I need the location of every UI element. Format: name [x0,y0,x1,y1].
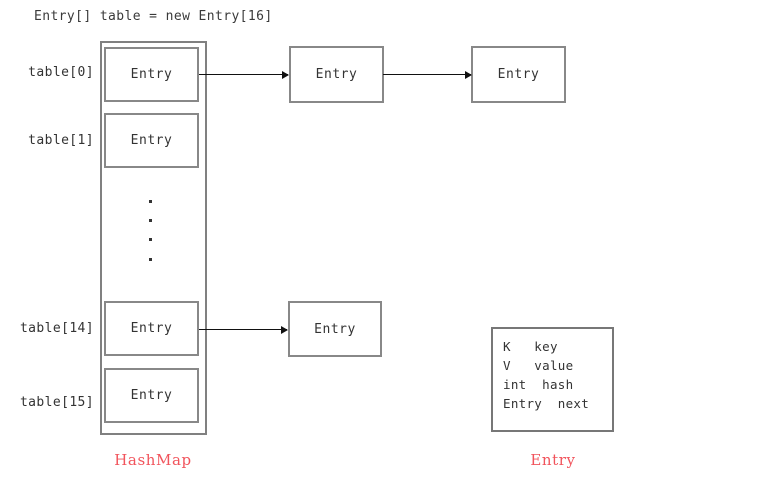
array-slot-0-label: Entry [130,67,173,82]
array-slot-15: Entry [104,368,199,423]
chain-node-row0-2: Entry [471,46,566,103]
chain-node-row0-1: Entry [289,46,384,103]
table-index-label-1: table[1] [28,133,94,148]
arrow-slot0-to-node1-icon [199,70,289,79]
entry-field-value: V value [503,358,574,373]
table-index-label-14: table[14] [19,321,94,336]
caption-hashmap: HashMap [114,451,192,469]
entry-field-hash: int hash [503,377,574,392]
array-slot-0: Entry [104,47,199,102]
entry-fields-legend: K key V value int hash Entry next [491,327,614,432]
chain-node-row14-1: Entry [288,301,382,357]
entry-field-next: Entry next [503,396,590,411]
array-slot-15-label: Entry [130,388,173,403]
ellipsis-dot-icon [149,258,152,261]
table-index-label-0: table[0] [28,65,94,80]
array-declaration-text: Entry[] table = new Entry[16] [34,9,273,24]
arrow-slot14-to-node1-icon [199,325,288,334]
entry-field-key: K key [503,339,558,354]
array-slot-14-label: Entry [130,321,173,336]
ellipsis-dot-icon [149,200,152,203]
chain-node-row14-1-label: Entry [314,321,356,337]
array-slot-1-label: Entry [130,133,173,148]
caption-entry: Entry [530,451,576,469]
chain-node-row0-1-label: Entry [315,67,358,82]
table-index-label-15: table[15] [19,395,94,410]
chain-node-row0-2-label: Entry [497,67,540,82]
array-slot-14: Entry [104,301,199,356]
array-slot-1: Entry [104,113,199,168]
ellipsis-dot-icon [149,238,152,241]
ellipsis-dot-icon [149,219,152,222]
arrow-node1-to-node2-icon [383,70,472,79]
